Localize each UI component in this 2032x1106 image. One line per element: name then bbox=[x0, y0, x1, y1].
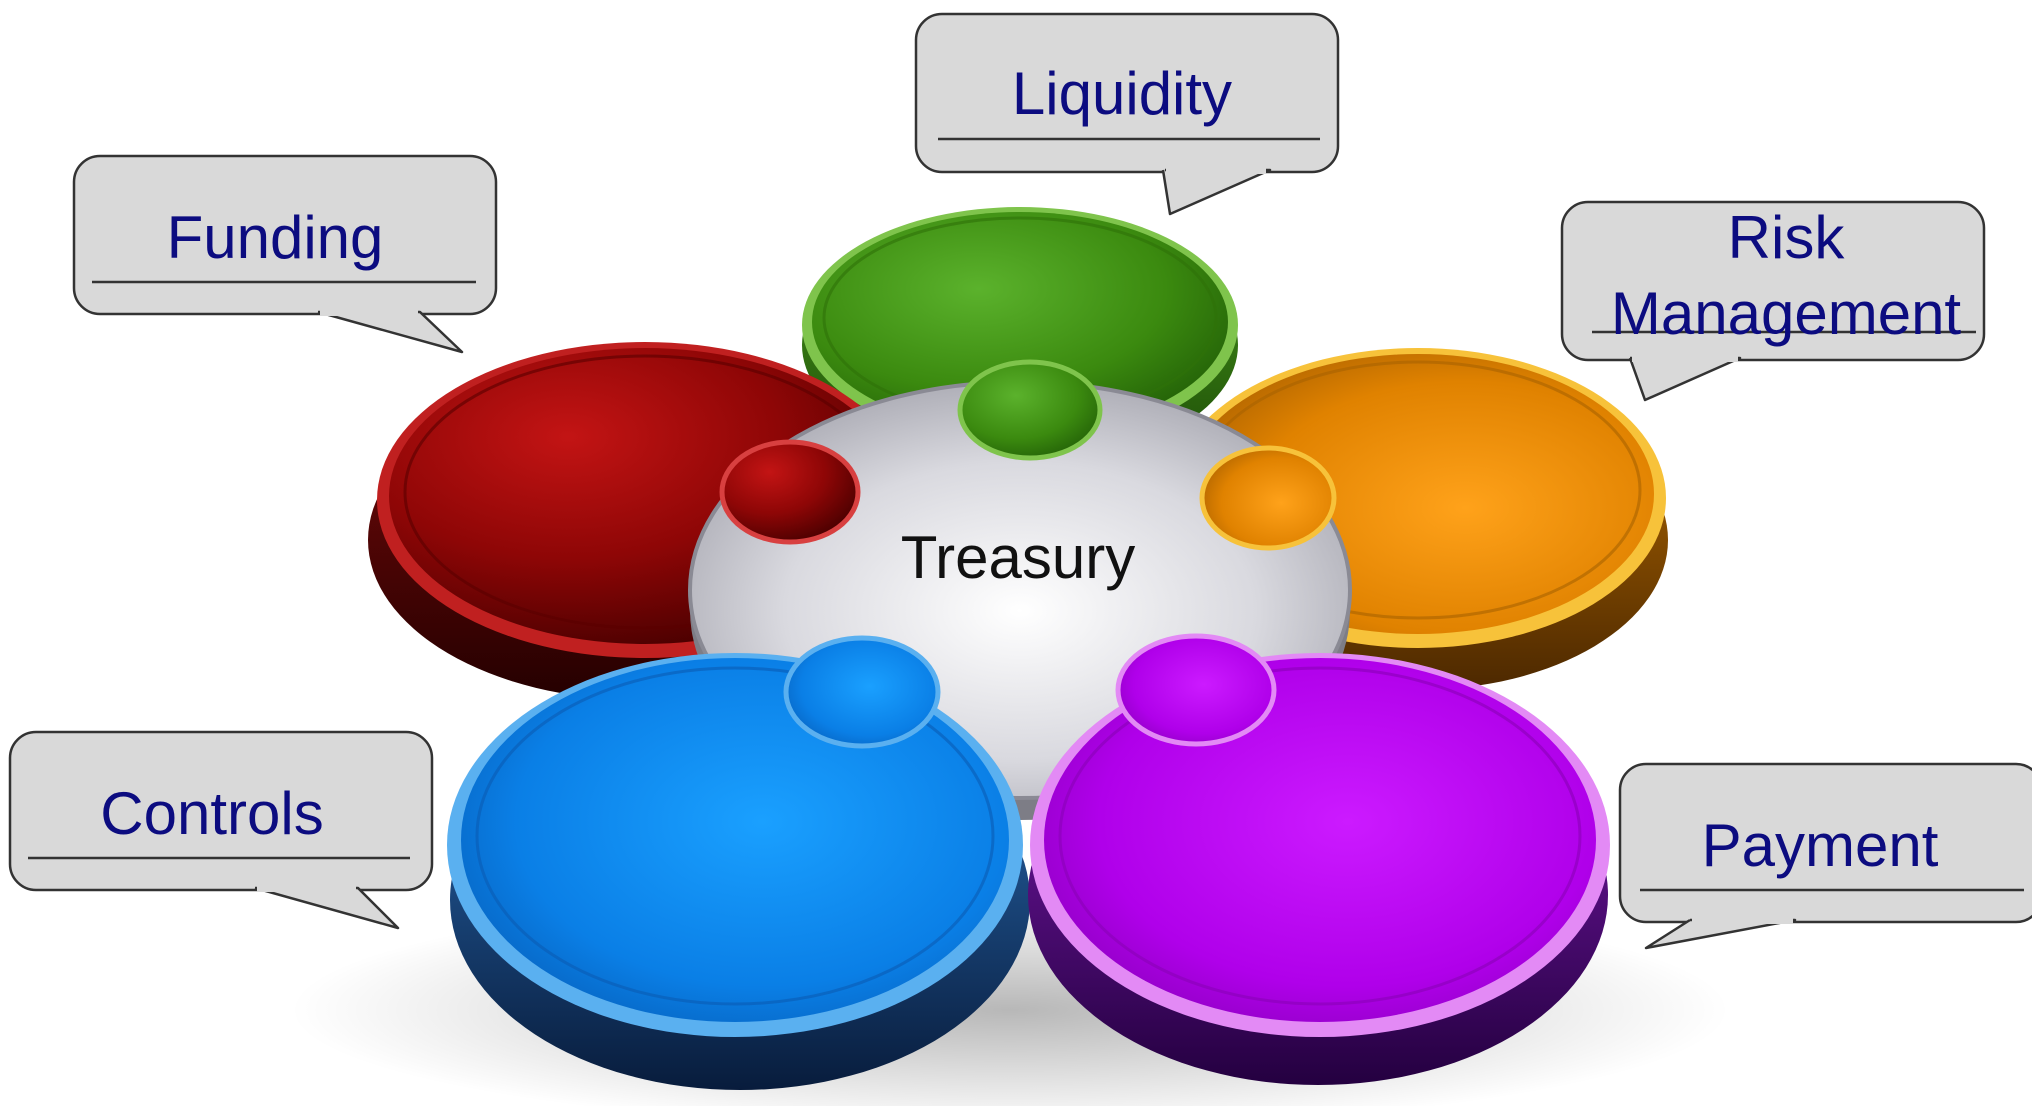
callout-funding: Funding bbox=[72, 154, 498, 354]
knob-purple bbox=[1115, 633, 1277, 747]
knob-red bbox=[719, 439, 861, 545]
callout-controls-label: Controls bbox=[100, 780, 323, 847]
puzzle-piece-controls bbox=[447, 635, 1030, 1090]
callout-payment: Payment bbox=[1618, 762, 2032, 950]
puzzle-piece-payment bbox=[1028, 633, 1610, 1085]
callout-funding-label: Funding bbox=[167, 204, 384, 271]
center-label: Treasury bbox=[901, 524, 1136, 591]
callout-risk-line1: Risk bbox=[1728, 204, 1846, 271]
knob-orange bbox=[1199, 445, 1337, 551]
knob-blue bbox=[783, 635, 941, 749]
callout-liquidity-label: Liquidity bbox=[1012, 60, 1232, 127]
knob-green bbox=[957, 359, 1103, 461]
callout-risk-line2: Management bbox=[1611, 280, 1962, 347]
callout-payment-label: Payment bbox=[1702, 812, 1939, 879]
callout-liquidity: Liquidity bbox=[914, 12, 1340, 216]
callout-risk-management: Risk Management bbox=[1560, 200, 1986, 402]
callout-controls: Controls bbox=[8, 730, 434, 930]
